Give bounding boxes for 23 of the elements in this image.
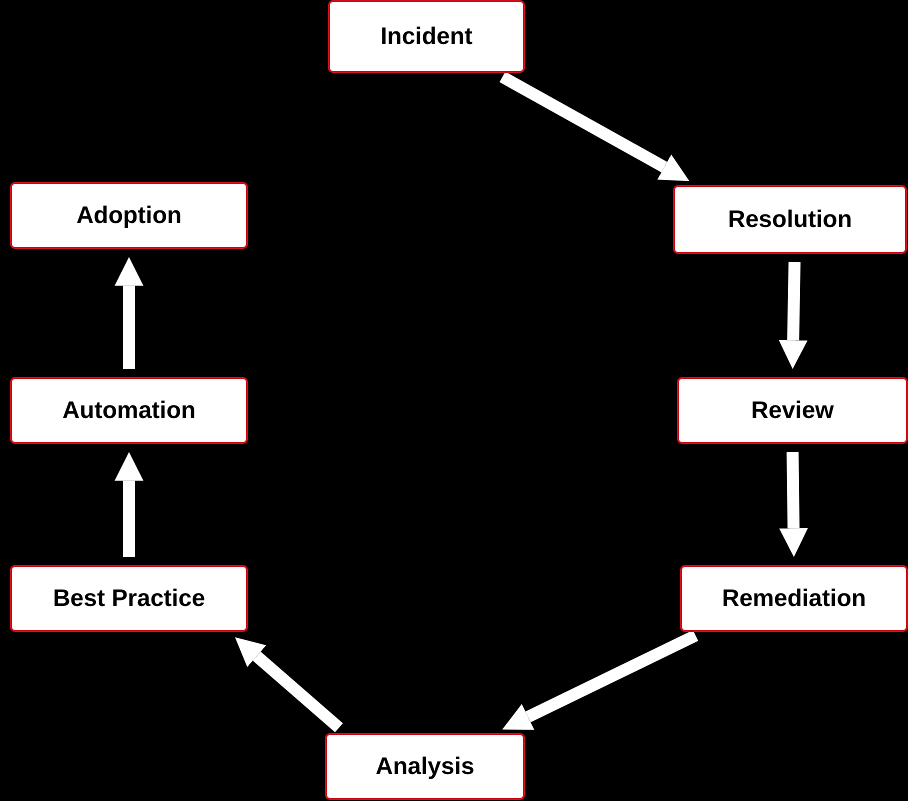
process-box: [677, 377, 908, 444]
arrow: [778, 262, 808, 369]
process-box: [328, 0, 525, 73]
step-label: Best Practice: [52, 584, 206, 612]
step-label: Resolution: [728, 206, 852, 234]
arrow: [235, 637, 343, 732]
arrow: [779, 452, 808, 557]
step-label: Remediation: [722, 584, 866, 612]
step-label: Adoption: [76, 202, 182, 230]
step-label: Analysis: [376, 752, 474, 780]
arrow: [114, 257, 144, 369]
process-box: [10, 182, 248, 249]
step-label: Review: [751, 396, 834, 424]
step-label: Incident: [380, 22, 472, 50]
process-box: [10, 565, 248, 632]
process-box: [10, 377, 248, 444]
process-box: [325, 733, 525, 800]
arrow: [500, 72, 690, 182]
process-box: [680, 565, 908, 632]
step-label: Automation: [62, 396, 196, 424]
arrow: [114, 452, 144, 557]
process-box: [673, 185, 907, 254]
arrow: [502, 630, 698, 730]
